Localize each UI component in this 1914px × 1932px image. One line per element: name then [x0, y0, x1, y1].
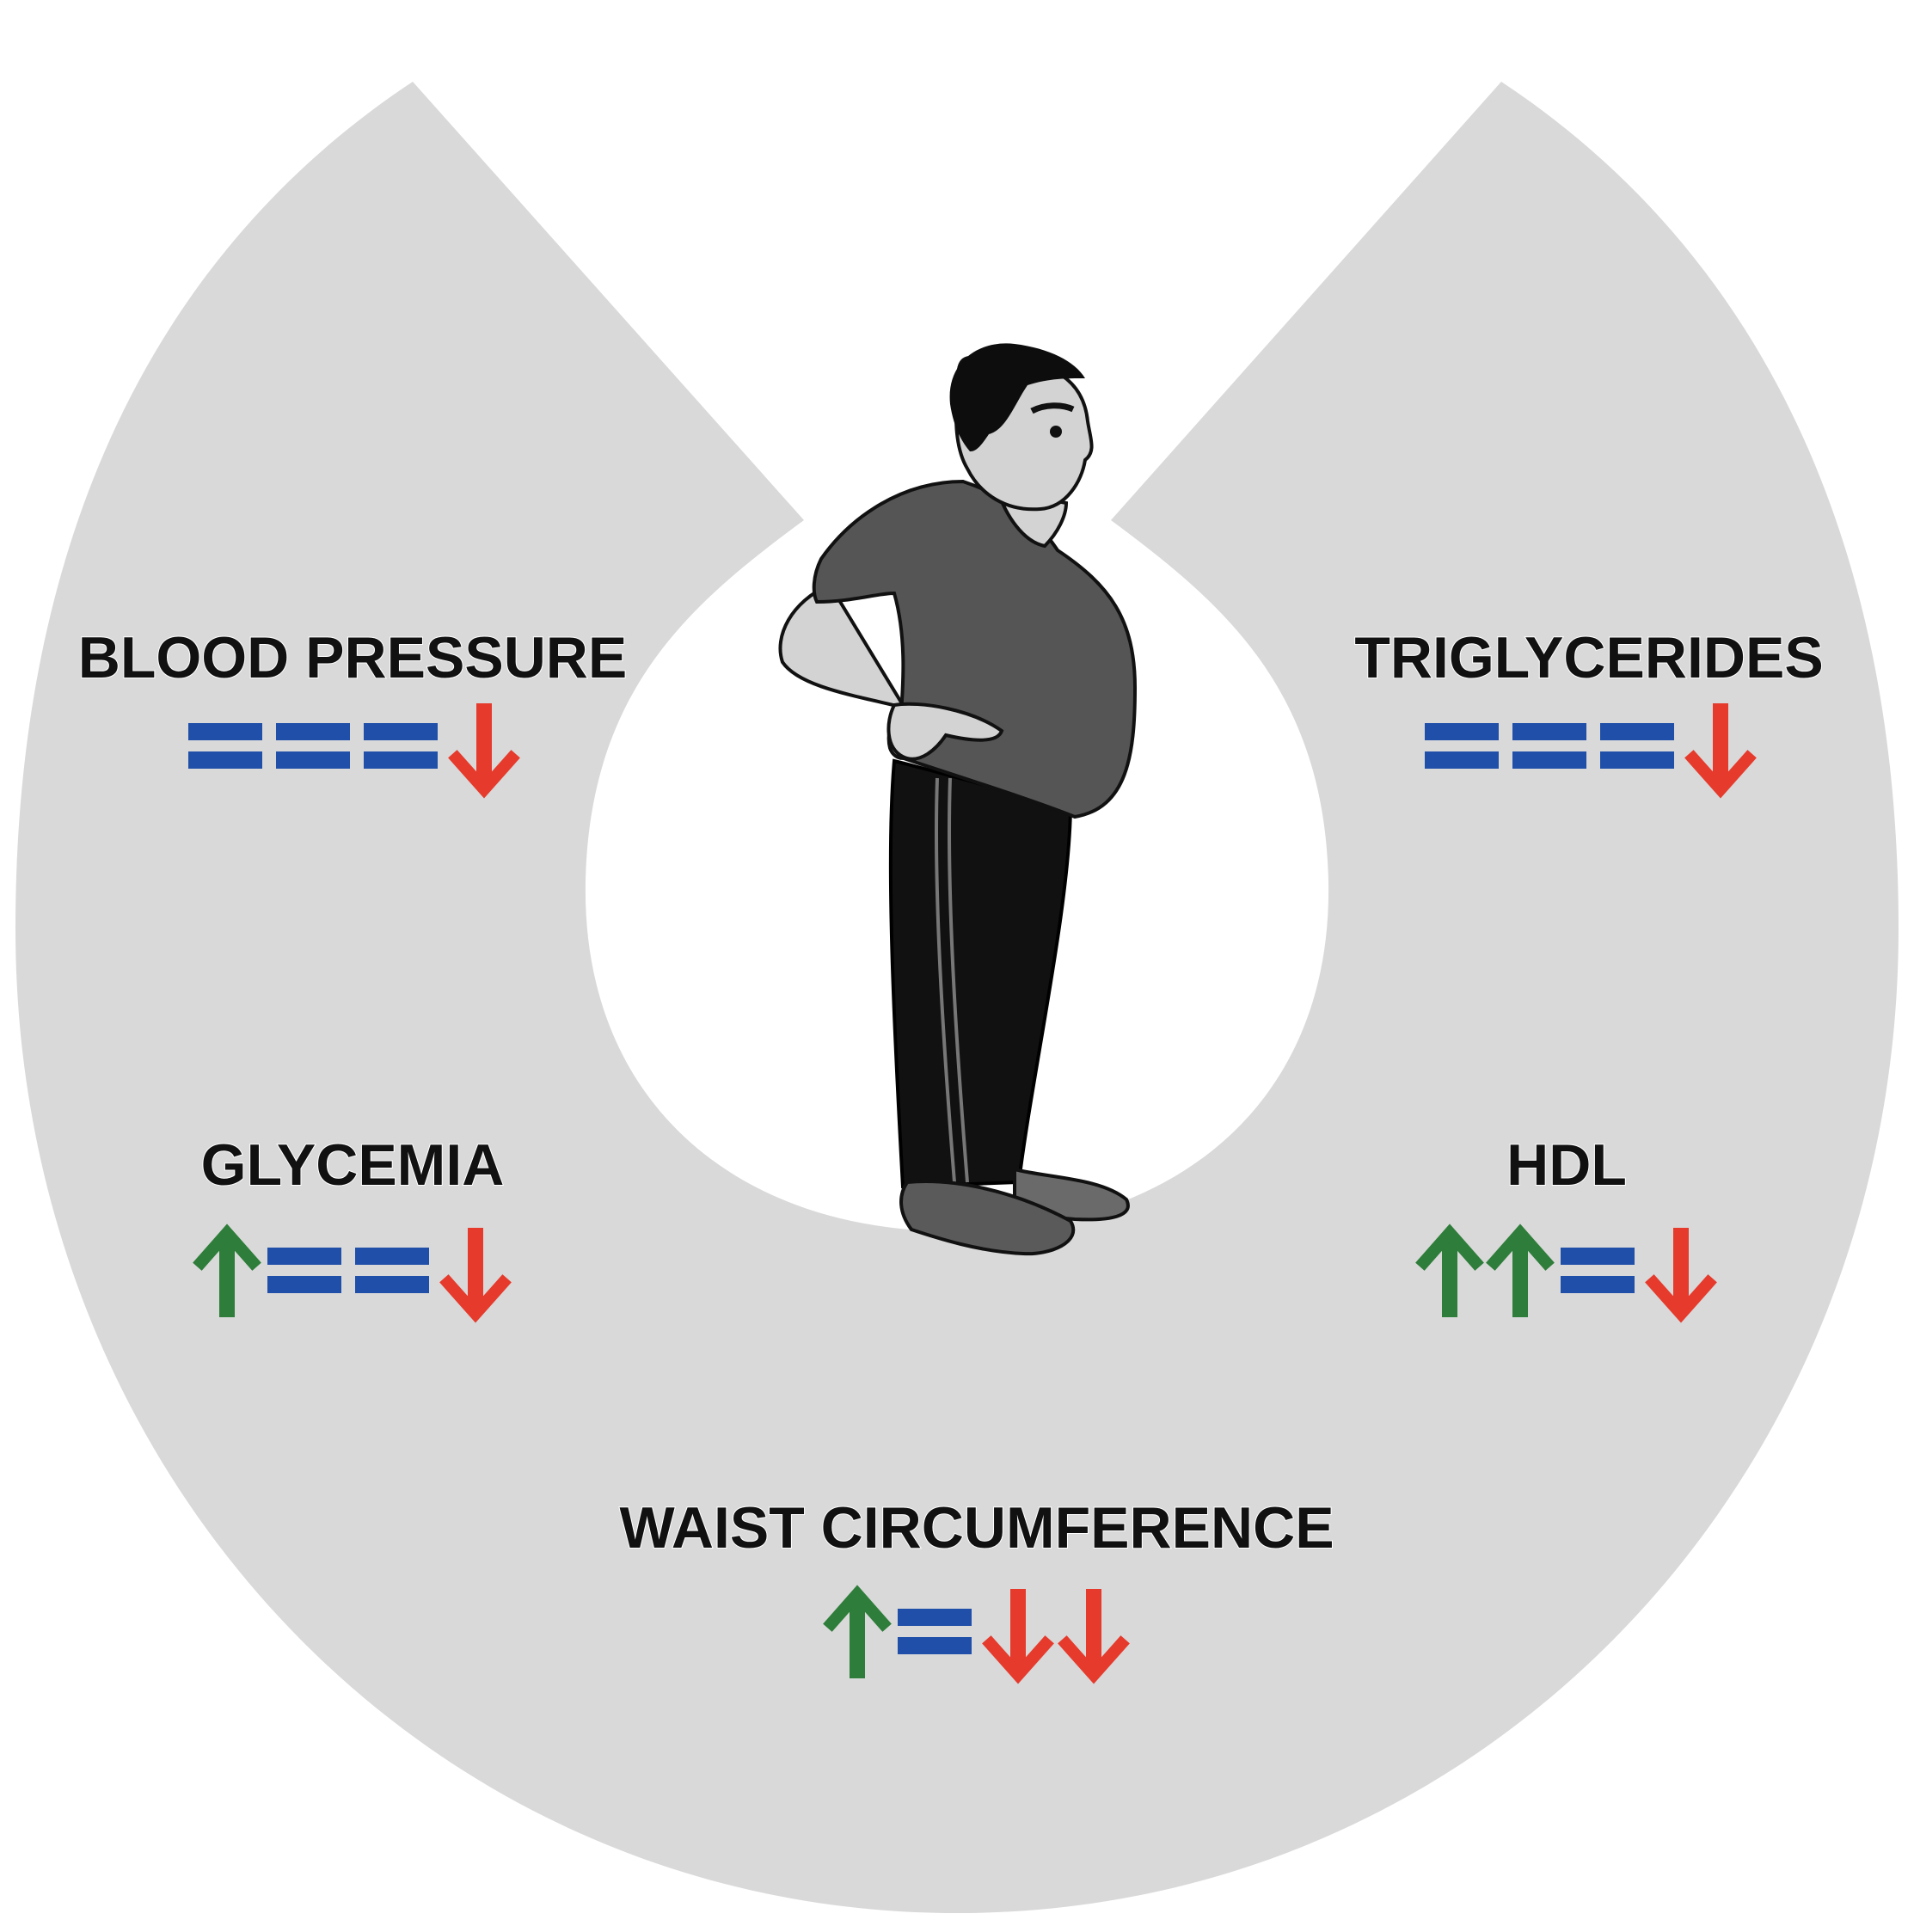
man-shirt [812, 479, 1138, 819]
man-brow [1030, 402, 1075, 414]
parameter-triglycerides: TRIGLYCERIDES [1353, 624, 1825, 799]
hdl-label: HDL [1506, 1132, 1627, 1198]
ring-background [15, 82, 1899, 1913]
parameter-groups: BLOOD PRESSURE TRIGLYCERIDES GLYCEMIA HDL WA… [77, 624, 1825, 1684]
parameter-glycemia: GLYCEMIA [193, 1132, 512, 1323]
parameter-blood-pressure: BLOOD PRESSURE [77, 624, 628, 799]
up-arrow-icon [1415, 1224, 1484, 1317]
blood-pressure-indicator-row [188, 703, 520, 799]
down-arrow-icon [1645, 1228, 1717, 1323]
equal-sign-icon [364, 723, 438, 769]
triglycerides-indicator-row [1425, 703, 1757, 799]
down-arrow-icon [982, 1589, 1054, 1684]
glycemia-label: GLYCEMIA [201, 1132, 505, 1198]
equal-sign-icon [1561, 1248, 1635, 1293]
down-arrow-icon [439, 1228, 512, 1323]
triglycerides-label: TRIGLYCERIDES [1354, 625, 1823, 690]
man-hair [949, 343, 1085, 451]
up-arrow-icon [193, 1224, 261, 1317]
up-arrow-icon [823, 1585, 892, 1678]
equal-sign-icon [267, 1248, 341, 1293]
down-arrow-icon [1684, 703, 1757, 799]
equal-sign-icon [1600, 723, 1674, 769]
up-arrow-icon [1486, 1224, 1555, 1317]
equal-sign-icon [1425, 723, 1499, 769]
equal-sign-icon [188, 723, 262, 769]
waist-circumference-label: WAIST CIRCUMFERENCE [619, 1495, 1334, 1561]
down-arrow-icon [448, 703, 520, 799]
man-shoe-front [899, 1180, 1076, 1256]
equal-sign-icon [1512, 723, 1586, 769]
pants-stripe [935, 777, 969, 1183]
standing-overweight-man-icon [778, 343, 1138, 1256]
parameter-hdl: HDL [1415, 1132, 1717, 1323]
hdl-indicator-row [1415, 1224, 1717, 1323]
equal-sign-icon [276, 723, 350, 769]
man-hand [886, 702, 1004, 761]
parameter-waist-circumference: WAIST CIRCUMFERENCE [618, 1494, 1335, 1684]
equal-sign-icon [355, 1248, 429, 1293]
down-arrow-icon [1058, 1589, 1130, 1684]
blood-pressure-label: BLOOD PRESSURE [78, 625, 628, 690]
waist-circumference-indicator-row [823, 1585, 1130, 1684]
glycemia-indicator-row [193, 1224, 512, 1323]
equal-sign-icon [898, 1609, 972, 1654]
man-eye [1050, 426, 1062, 438]
man-pants [888, 758, 1073, 1189]
